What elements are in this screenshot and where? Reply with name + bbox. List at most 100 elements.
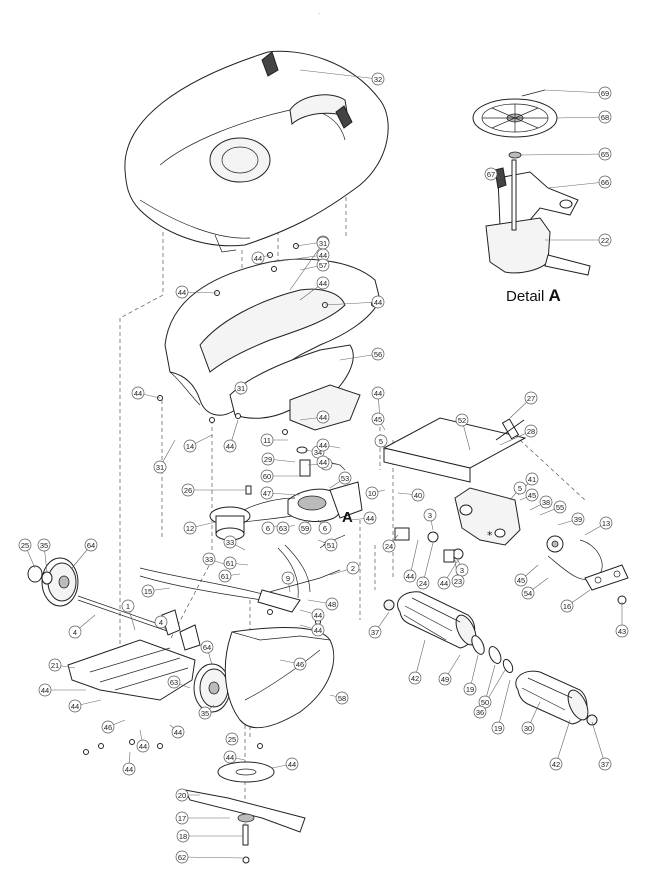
- part-callout-48: 48: [325, 597, 339, 611]
- callout-number: 42: [552, 760, 560, 769]
- part-callout-47: 47: [260, 486, 274, 500]
- callout-bubble: [598, 757, 612, 771]
- callout-number: 56: [374, 350, 382, 359]
- callout-number: 35: [201, 709, 209, 718]
- mower-deck: [224, 627, 335, 729]
- part-callout-26: 26: [181, 483, 195, 497]
- callout-bubble: [411, 488, 425, 502]
- callout-number: 57: [319, 261, 327, 270]
- callout-number: 44: [319, 458, 327, 467]
- part-callout-44: 44: [131, 386, 145, 400]
- callout-bubble: [318, 521, 332, 535]
- callout-bubble: [316, 455, 330, 469]
- callout-number: 23: [454, 577, 462, 586]
- part-callout-18: 18: [176, 829, 190, 843]
- callout-bubble: [48, 658, 62, 672]
- part-callout-23: 23: [451, 574, 465, 588]
- part-callout-20: 20: [175, 788, 189, 802]
- part-callout-14: 14: [183, 439, 197, 453]
- callout-number: 31: [156, 463, 164, 472]
- callout-number: 47: [263, 489, 271, 498]
- callout-bubble: [521, 586, 535, 600]
- part-callout-2: 2: [346, 561, 360, 575]
- part-callout-58: 58: [335, 691, 349, 705]
- callout-bubble: [234, 381, 248, 395]
- part-callout-11: 11: [260, 433, 274, 447]
- callout-bubble: [37, 538, 51, 552]
- part-callout-63: 63: [276, 521, 290, 535]
- part-callout-68: 68: [598, 110, 612, 124]
- callout-bubble: [175, 811, 189, 825]
- part-callout-44: 44: [371, 386, 385, 400]
- part-callout-22: 22: [598, 233, 612, 247]
- callout-bubble: [260, 469, 274, 483]
- part-callout-31: 31: [234, 381, 248, 395]
- part-callout-35: 35: [198, 706, 212, 720]
- part-callout-60: 60: [260, 469, 274, 483]
- callout-number: 20: [178, 791, 186, 800]
- callout-number: 44: [440, 579, 448, 588]
- part-callout-64: 64: [200, 640, 214, 654]
- callout-leader: [556, 116, 606, 119]
- part-callout-19: 19: [463, 682, 477, 696]
- callout-bubble: [525, 472, 539, 486]
- callout-number: 41: [528, 475, 536, 484]
- callouts: 3269686567662244444431574444445644314445…: [18, 72, 629, 864]
- callout-bubble: [438, 672, 452, 686]
- callout-number: 5: [518, 484, 522, 493]
- callout-number: 45: [374, 415, 382, 424]
- callout-bubble: [261, 452, 275, 466]
- part-callout-44: 44: [223, 750, 237, 764]
- part-callout-59: 59: [298, 521, 312, 535]
- part-callout-53: 53: [338, 471, 352, 485]
- part-callout-61: 61: [223, 556, 237, 570]
- callout-number: 61: [221, 572, 229, 581]
- callout-leader: [299, 69, 379, 80]
- callout-number: 31: [237, 384, 245, 393]
- part-callout-3: 3: [423, 508, 437, 522]
- callout-bubble: [346, 561, 360, 575]
- callout-bubble: [371, 386, 385, 400]
- part-callout-17: 17: [175, 811, 189, 825]
- top-marker: .: [318, 7, 320, 16]
- callout-number: 55: [556, 503, 564, 512]
- callout-bubble: [539, 495, 553, 509]
- front-deck-plate: [67, 639, 196, 701]
- part-callout-44: 44: [403, 569, 417, 583]
- part-callout-5: 5: [513, 481, 527, 495]
- callout-bubble: [316, 410, 330, 424]
- callout-number: 51: [327, 541, 335, 550]
- callout-bubble: [525, 488, 539, 502]
- callout-number: 5: [379, 437, 383, 446]
- callout-number: 52: [458, 416, 466, 425]
- part-callout-43: 43: [615, 624, 629, 638]
- callout-bubble: [316, 438, 330, 452]
- callout-number: 37: [601, 760, 609, 769]
- callout-number: 15: [144, 587, 152, 596]
- callout-number: 63: [279, 524, 287, 533]
- callout-bubble: [598, 147, 612, 161]
- callout-bubble: [311, 623, 325, 637]
- callout-number: 44: [174, 728, 182, 737]
- part-callout-63: 63: [167, 675, 181, 689]
- part-callout-33: 33: [223, 535, 237, 549]
- part-callout-51: 51: [324, 538, 338, 552]
- part-callout-16: 16: [560, 599, 574, 613]
- callout-bubble: [316, 258, 330, 272]
- callout-bubble: [560, 599, 574, 613]
- part-callout-44: 44: [122, 762, 136, 776]
- callout-number: 42: [411, 674, 419, 683]
- callout-leader: [181, 856, 244, 859]
- callout-bubble: [455, 413, 469, 427]
- callout-number: 66: [601, 178, 609, 187]
- callout-bubble: [403, 569, 417, 583]
- part-callout-64: 64: [84, 538, 98, 552]
- callout-bubble: [324, 538, 338, 552]
- callout-bubble: [371, 295, 385, 309]
- callout-bubble: [423, 508, 437, 522]
- callout-bubble: [167, 675, 181, 689]
- callout-bubble: [84, 538, 98, 552]
- callout-leader: [273, 254, 324, 263]
- callout-bubble: [183, 521, 197, 535]
- grass-bag-top: [124, 50, 389, 253]
